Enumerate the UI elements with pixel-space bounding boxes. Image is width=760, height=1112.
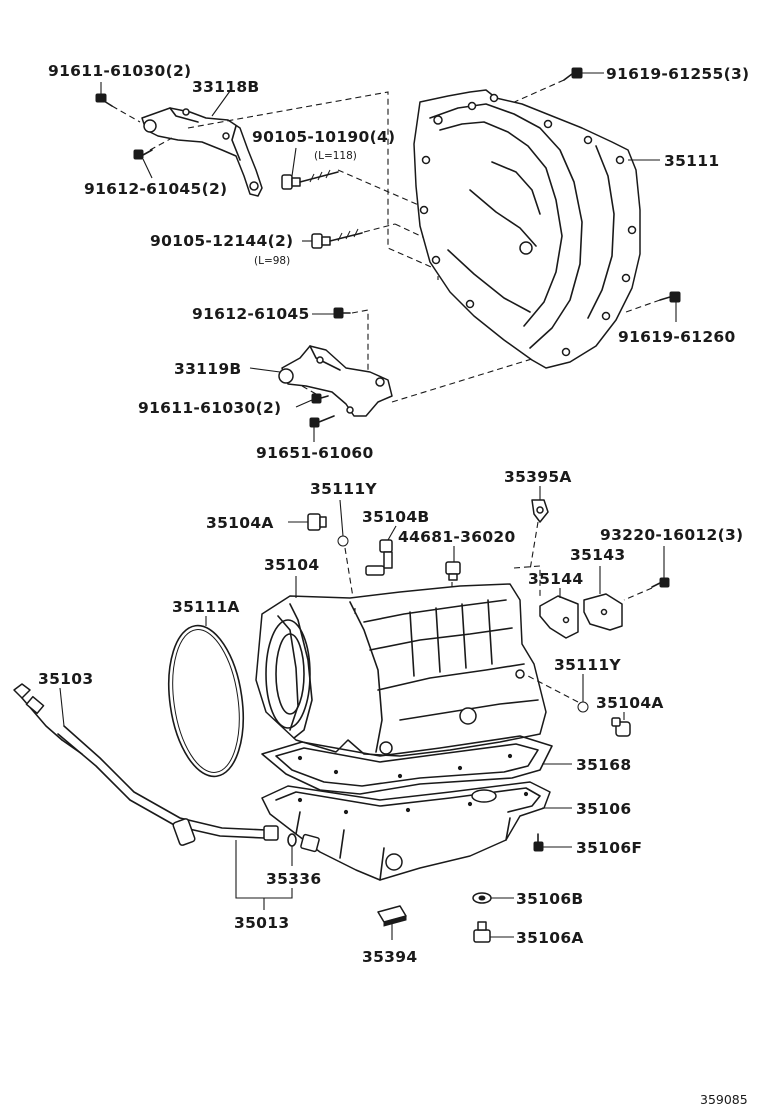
transmission-case-35104-icon <box>255 583 547 757</box>
fitting-35104b-icon <box>365 539 393 576</box>
pad-35394-icon <box>377 905 407 927</box>
label-90105-10190-length: (L=118) <box>314 150 357 162</box>
drain-plug-35106a-icon <box>473 921 491 943</box>
label-35111y-right: 35111Y <box>554 656 621 674</box>
label-35111: 35111 <box>664 152 719 170</box>
label-35104a-top: 35104A <box>206 514 274 532</box>
label-91611-61030-top: 91611-61030(2) <box>48 62 191 80</box>
o-ring-35111a-icon <box>168 624 244 778</box>
label-35104: 35104 <box>264 556 319 574</box>
bolt-90105-12144-icon <box>311 228 363 249</box>
label-35144: 35144 <box>528 570 583 588</box>
label-90105-12144-length: (L=98) <box>254 255 290 267</box>
label-44681-36020: 44681-36020 <box>398 528 516 546</box>
label-91651-61060: 91651-61060 <box>256 444 374 462</box>
bolt-91612-61045-2-icon <box>133 149 153 160</box>
label-35111y-top: 35111Y <box>310 480 377 498</box>
bolt-91619-61255-icon <box>563 67 583 81</box>
label-35394: 35394 <box>362 948 417 966</box>
label-35106a: 35106A <box>516 929 584 947</box>
label-35336: 35336 <box>266 870 321 888</box>
cover-35144-icon <box>539 595 579 639</box>
filler-tube-35013-icon <box>57 725 279 846</box>
bolt-93220-16012-icon <box>651 577 670 588</box>
bell-housing-35111-icon <box>413 89 641 369</box>
label-93220-16012: 93220-16012(3) <box>600 526 743 544</box>
o-ring-35111y-right-icon <box>577 701 589 713</box>
label-35395a: 35395A <box>504 468 572 486</box>
o-ring-35336-icon <box>287 833 297 847</box>
label-35168: 35168 <box>576 756 631 774</box>
washer-35106b-icon <box>472 892 492 904</box>
bolt-35106f-icon <box>533 833 544 852</box>
plug-44681-36020-icon <box>445 561 461 581</box>
dipstick-35103-icon <box>13 683 83 755</box>
diagram-code: 359085 <box>700 1092 748 1107</box>
label-90105-10190: 90105-10190(4) <box>252 128 395 146</box>
cover-35143-icon <box>583 593 623 631</box>
o-ring-35111y-top-icon <box>337 535 349 547</box>
label-35104a-right: 35104A <box>596 694 664 712</box>
label-35106f: 35106F <box>576 839 642 857</box>
bolt-91651-61060-icon <box>309 415 335 428</box>
gasket-35168-icon <box>261 735 553 795</box>
label-35013: 35013 <box>234 914 289 932</box>
label-33118b: 33118B <box>192 78 260 96</box>
bolt-91612-61045-icon <box>333 307 351 319</box>
plug-35104a-left-icon <box>307 513 327 531</box>
sensor-35395a-icon <box>531 499 549 523</box>
label-35103: 35103 <box>38 670 93 688</box>
bracket-33118b-icon <box>141 107 263 197</box>
label-91612-61045-2: 91612-61045(2) <box>84 180 227 198</box>
bolt-91619-61260-icon <box>659 291 681 303</box>
label-91619-61260: 91619-61260 <box>618 328 736 346</box>
label-35104b: 35104B <box>362 508 430 526</box>
label-91611-61030-bottom: 91611-61030(2) <box>138 399 281 417</box>
bolt-91611-61030-bottom-icon <box>311 393 329 404</box>
label-33119b: 33119B <box>174 360 242 378</box>
label-35106b: 35106B <box>516 890 584 908</box>
label-90105-12144: 90105-12144(2) <box>150 232 293 250</box>
label-91619-61255: 91619-61255(3) <box>606 65 749 83</box>
oil-pan-35106-icon <box>261 781 551 881</box>
label-91612-61045: 91612-61045 <box>192 305 310 323</box>
label-35143: 35143 <box>570 546 625 564</box>
bracket-33119b-icon <box>278 345 393 417</box>
plug-35104a-right-icon <box>611 717 631 737</box>
bolt-90105-10190-icon <box>281 169 339 190</box>
label-35106: 35106 <box>576 800 631 818</box>
label-35111a: 35111A <box>172 598 240 616</box>
bolt-91611-61030-top-icon <box>95 93 113 107</box>
pipe-fitting-icon <box>300 833 320 853</box>
